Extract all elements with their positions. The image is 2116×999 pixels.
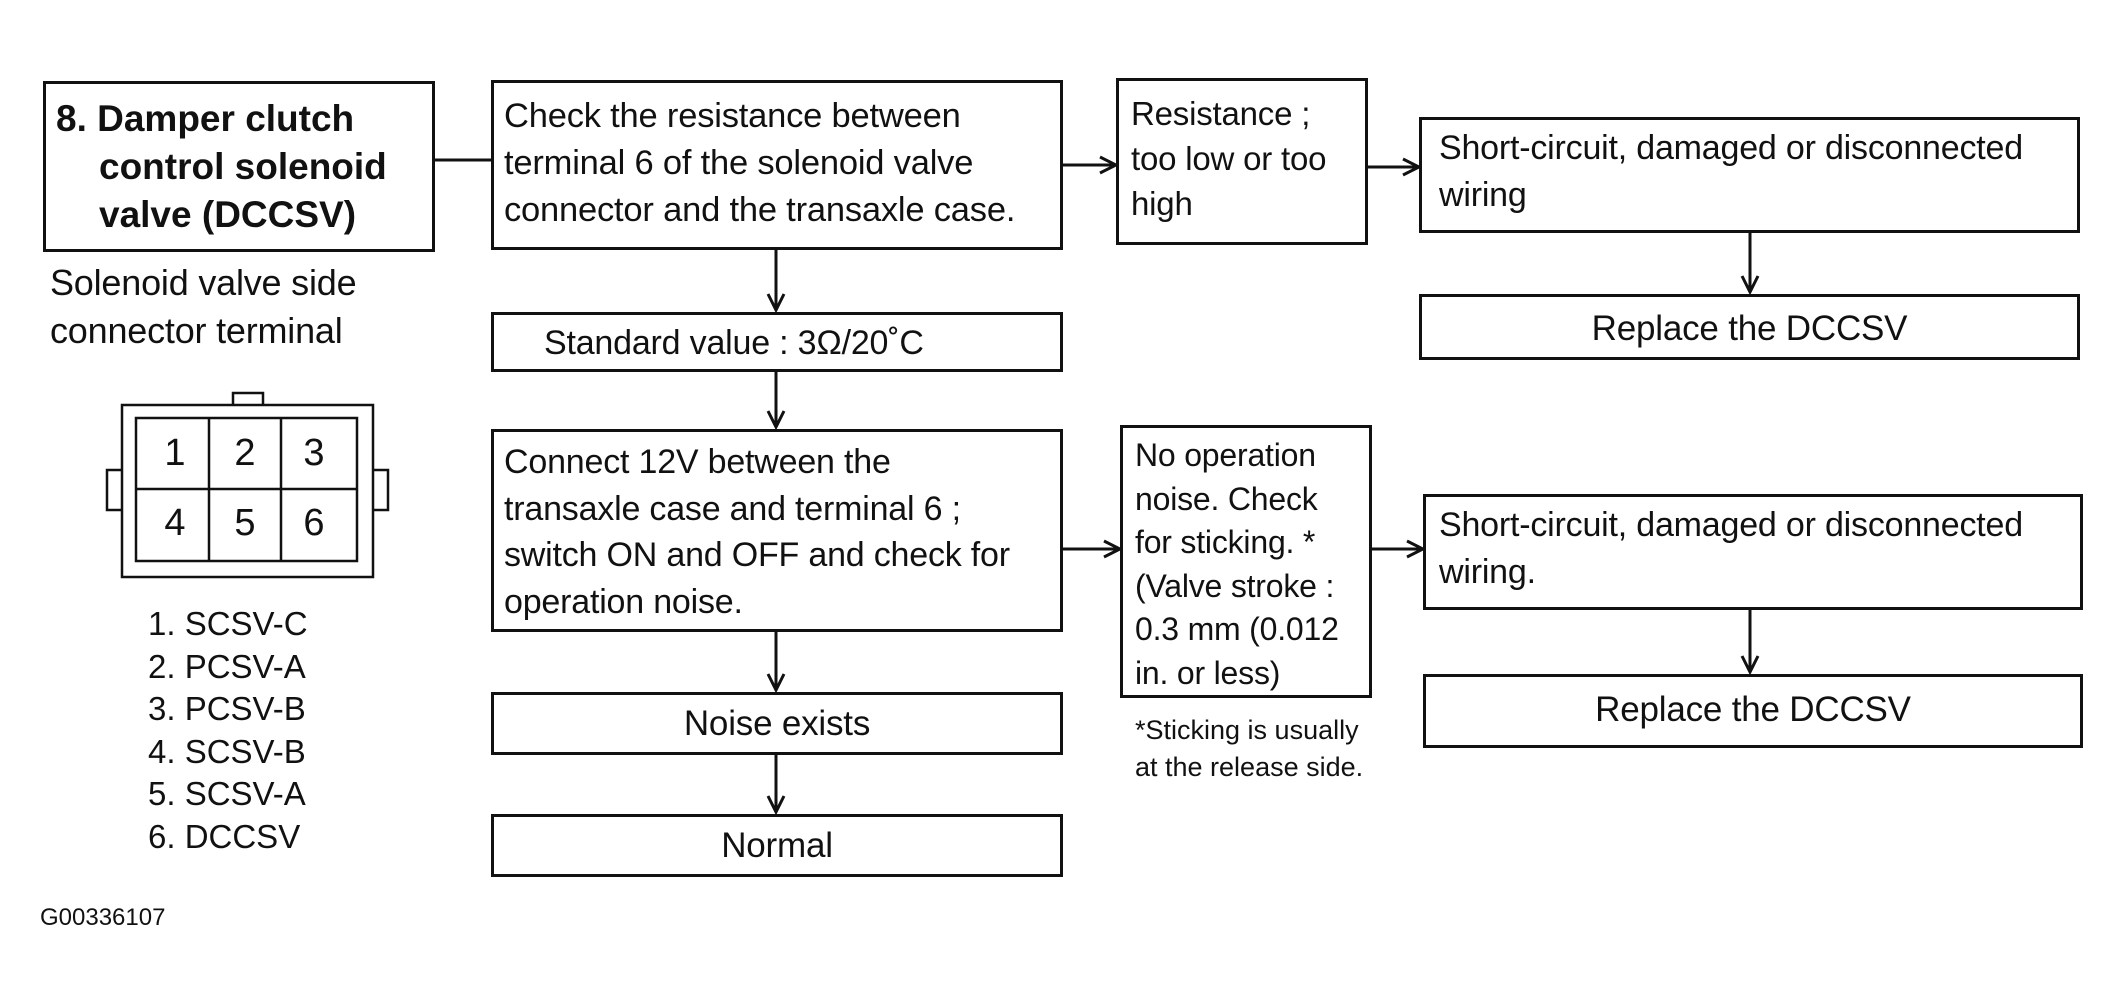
box-label: Replace the DCCSV bbox=[1595, 690, 1911, 729]
box-line: Resistance ; bbox=[1131, 95, 1311, 132]
connector-drawing bbox=[105, 391, 390, 579]
terminal-list-item: 1. SCSV-C bbox=[148, 605, 308, 642]
terminal-cell-3: 3 bbox=[303, 432, 325, 474]
normal-box: Normal bbox=[491, 814, 1063, 877]
standard-value-box: Standard value : 3Ω/20˚C bbox=[491, 312, 1063, 372]
box-line: Short-circuit, damaged or disconnected bbox=[1439, 129, 2023, 167]
terminal-list-item: 5. SCSV-A bbox=[148, 775, 306, 812]
box-line: operation noise. bbox=[504, 582, 743, 621]
replace-dccsv-box-1: Replace the DCCSV bbox=[1419, 294, 2080, 360]
box-line: Connect 12V between the bbox=[504, 443, 891, 481]
terminal-list-item: 4. SCSV-B bbox=[148, 732, 306, 770]
box-line: Check the resistance between bbox=[504, 97, 961, 135]
box-line: No operation bbox=[1135, 437, 1316, 473]
sticking-note: *Sticking is usually at the release side… bbox=[1135, 712, 1363, 786]
box-line: noise. Check bbox=[1135, 480, 1318, 517]
box-line: wiring bbox=[1439, 176, 1527, 214]
side-caption: Solenoid valve side connector terminal bbox=[50, 259, 357, 355]
box-label: Normal bbox=[721, 826, 833, 865]
terminal-list-item: 6. DCCSV bbox=[148, 817, 301, 855]
replace-dccsv-box-2: Replace the DCCSV bbox=[1423, 674, 2083, 748]
box-line: for sticking. * bbox=[1135, 524, 1316, 560]
check-resistance-box: Check the resistance between terminal 6 … bbox=[491, 80, 1063, 250]
no-operation-box: No operation noise. Check for sticking. … bbox=[1120, 425, 1372, 698]
box-line: in. or less) bbox=[1135, 654, 1281, 691]
connect-12v-box: Connect 12V between the transaxle case a… bbox=[491, 429, 1063, 632]
box-line: Short-circuit, damaged or disconnected bbox=[1439, 506, 2023, 544]
title-line: 8. Damper clutch bbox=[56, 98, 355, 139]
resistance-result-box: Resistance ; too low or too high bbox=[1116, 78, 1368, 245]
terminal-cell-2: 2 bbox=[234, 432, 256, 474]
box-label: Replace the DCCSV bbox=[1591, 309, 1908, 348]
box-line: high bbox=[1131, 185, 1193, 222]
box-line: (Valve stroke : bbox=[1135, 567, 1335, 604]
box-label: Noise exists bbox=[683, 704, 871, 743]
caption-line: connector terminal bbox=[50, 310, 343, 351]
title-box: 8. Damper clutch control solenoid valve … bbox=[43, 81, 435, 252]
box-line: connector and the transaxle case. bbox=[504, 191, 1016, 229]
box-line: terminal 6 of the solenoid valve bbox=[504, 144, 974, 182]
figure-id: G00336107 bbox=[40, 904, 166, 931]
box-line: 0.3 mm (0.012 bbox=[1135, 611, 1339, 647]
box-label: Standard value : 3Ω/20˚C bbox=[544, 324, 924, 362]
short-circuit-box-1: Short-circuit, damaged or disconnected w… bbox=[1419, 117, 2080, 233]
box-line: switch ON and OFF and check for bbox=[504, 536, 1010, 574]
title-line: control solenoid bbox=[99, 146, 387, 187]
note-line: at the release side. bbox=[1135, 752, 1364, 782]
terminal-cell-1: 1 bbox=[164, 432, 186, 474]
terminal-cell-5: 5 bbox=[234, 502, 256, 544]
connector-side-tab-left bbox=[105, 468, 125, 512]
box-line: too low or too bbox=[1131, 140, 1327, 177]
terminal-list-item: 3. PCSV-B bbox=[148, 690, 306, 727]
title-line: valve (DCCSV) bbox=[99, 194, 357, 235]
short-circuit-box-2: Short-circuit, damaged or disconnected w… bbox=[1423, 494, 2083, 610]
caption-line: Solenoid valve side bbox=[50, 262, 357, 303]
connector-side-tab-right bbox=[370, 468, 390, 512]
terminal-list: 1. SCSV-C 2. PCSV-A 3. PCSV-B 4. SCSV-B … bbox=[148, 603, 308, 858]
terminal-list-item: 2. PCSV-A bbox=[148, 647, 306, 685]
noise-exists-box: Noise exists bbox=[491, 692, 1063, 755]
box-line: wiring. bbox=[1439, 553, 1536, 591]
box-line: transaxle case and terminal 6 ; bbox=[504, 489, 961, 528]
terminal-cell-4: 4 bbox=[164, 502, 186, 544]
terminal-cell-6: 6 bbox=[303, 502, 325, 544]
note-line: *Sticking is usually bbox=[1135, 715, 1359, 745]
